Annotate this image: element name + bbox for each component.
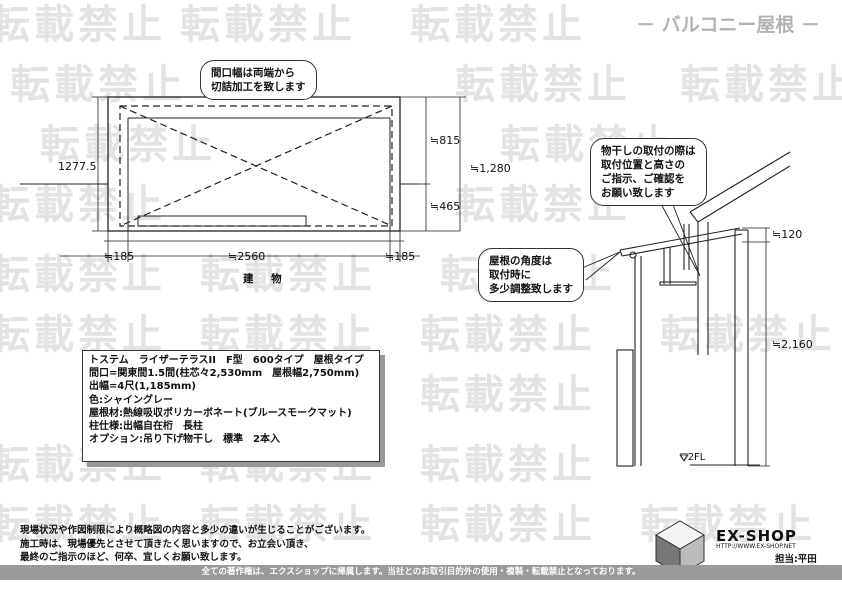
roof-plan	[20, 96, 418, 232]
page-title: － バルコニー屋根 －	[636, 14, 820, 36]
spec-box: トステム ライザーテラスII F型 600タイプ 屋根タイプ 間口=関東間1.5…	[82, 350, 380, 462]
brand-url: HTTP://WWW.EX-SHOP.NET	[716, 543, 796, 550]
spec-line: 屋根材:熱線吸収ポリカーボネート(ブルースモークマット)	[89, 407, 352, 419]
dimension-top: ≒120	[772, 228, 803, 241]
floor-level-label: ▽2FL	[680, 452, 706, 463]
disclaimer-notes: 現場状況や作図制限により概略図の内容と多少の違いが生じることがございます。 施工…	[20, 524, 370, 565]
dimension-lower-right: ≒465	[430, 200, 461, 213]
dimension-left-height: 1277.5	[58, 160, 97, 173]
spec-line: オプション:吊り下げ物干し 標準 2本入	[89, 434, 280, 446]
spec-line: 柱仕様:出幅自在桁 長柱	[89, 421, 203, 433]
spec-line: 色:シャイングレー	[89, 394, 173, 406]
trim-note-callout: 間口幅は両端から 切詰加工を致します	[200, 60, 317, 100]
side-dimensions	[742, 227, 770, 467]
dimension-total-right: ≒1,280	[470, 162, 511, 175]
brand-logo: EX-SHOP	[716, 527, 797, 545]
dimension-upper-right: ≒815	[430, 134, 461, 147]
note-line: 最終のご指示のほど、何卒、宜しくお願い致します。	[20, 552, 247, 563]
hanger-note-callout: 物干しの取付の際は 取付位置と高さの ご指示、ご確認を お願い致します	[590, 138, 707, 206]
spec-line: 間口=関東間1.5間(柱芯々2,530mm 屋根幅2,750mm)	[89, 368, 360, 380]
dimension-right-offset: ≒185	[385, 250, 416, 263]
plan-dimensions	[60, 96, 466, 262]
spec-line: 出幅=4尺(1,185mm)	[89, 381, 196, 393]
dimension-width: ≒2560	[228, 250, 266, 263]
note-line: 現場状況や作図制限により概略図の内容と多少の違いが生じることがございます。	[20, 525, 371, 536]
copyright-footer: 全ての著作権は、エクスショップに帰属します。当社とのお取引目的外の使用・複製・転…	[0, 565, 842, 580]
person-in-charge: 担当:平田	[775, 554, 817, 565]
dimension-left-offset: ≒185	[104, 250, 135, 263]
building-label: 建 物	[243, 273, 289, 285]
note-line: 施工時は、現場優先とさせて頂きたく思いますので、お立会い頂き、	[20, 538, 314, 550]
spec-line: トステム ライザーテラスII F型 600タイプ 屋根タイプ	[89, 355, 364, 366]
dimension-height: ≒2,160	[772, 338, 813, 351]
angle-note-callout: 屋根の角度は 取付時に 多少調整致します	[478, 248, 584, 302]
